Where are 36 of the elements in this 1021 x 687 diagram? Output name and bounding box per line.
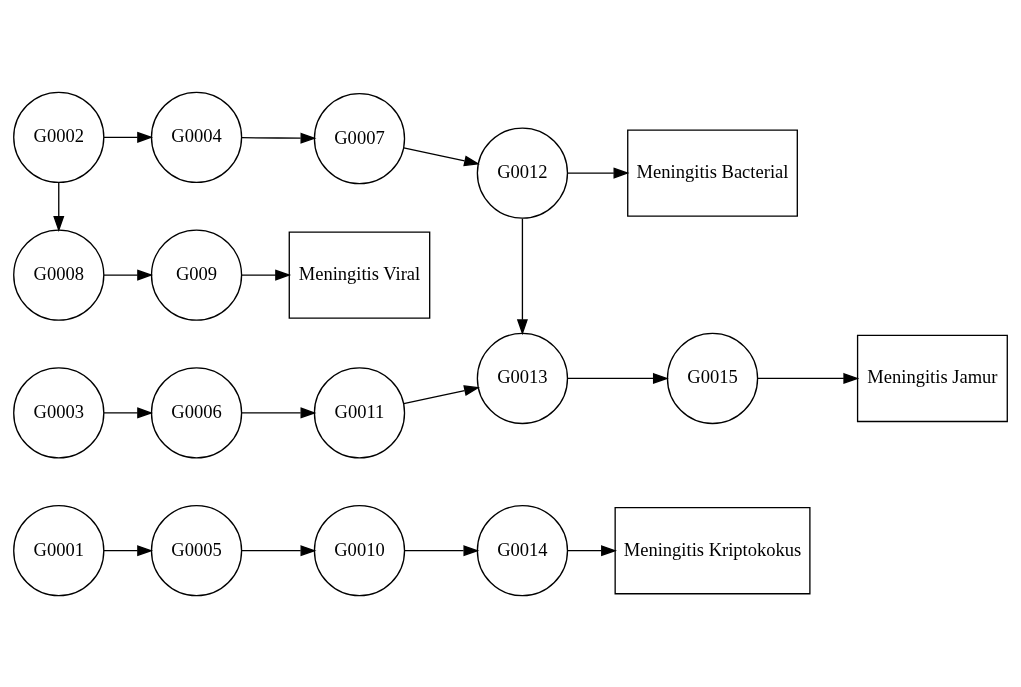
arrow — [241, 406, 317, 418]
node-circle: G0007 — [313, 92, 406, 184]
arrow — [567, 167, 630, 179]
arrow — [103, 406, 154, 418]
node-circle: G0003 — [13, 366, 105, 459]
node-box: Meningitis Viral — [288, 230, 431, 319]
node-circle: G0008 — [13, 228, 105, 321]
arrow — [103, 269, 154, 281]
node-box: Meningitis Jamur — [856, 334, 1008, 422]
node-circle: G0002 — [13, 91, 105, 183]
arrow — [757, 372, 860, 384]
arrow — [241, 544, 317, 556]
arrow — [241, 132, 317, 144]
node-circle: G0010 — [313, 504, 406, 596]
arrow — [567, 544, 617, 556]
arrow — [53, 181, 65, 232]
arrow — [567, 372, 669, 384]
arrow — [516, 217, 528, 335]
node-box: Meningitis Kriptokokus — [614, 506, 811, 594]
node-circle: G009 — [150, 228, 243, 321]
arrow — [403, 384, 480, 404]
node-circle: G0004 — [150, 91, 243, 183]
arrow — [403, 146, 480, 166]
node-circle: G0001 — [13, 504, 105, 596]
node-circle: G0015 — [666, 332, 759, 424]
node-circle: G0011 — [313, 366, 406, 459]
node-circle: G0006 — [150, 366, 243, 459]
arrow — [103, 544, 154, 556]
node-circle: G0012 — [476, 126, 569, 219]
arrow — [103, 131, 154, 143]
node-circle: G0013 — [476, 332, 569, 424]
node-circle: G0014 — [476, 504, 569, 596]
node-circle: G0005 — [150, 504, 243, 596]
node-box: Meningitis Bacterial — [627, 128, 798, 217]
arrow — [403, 544, 480, 556]
arrow — [241, 269, 292, 281]
